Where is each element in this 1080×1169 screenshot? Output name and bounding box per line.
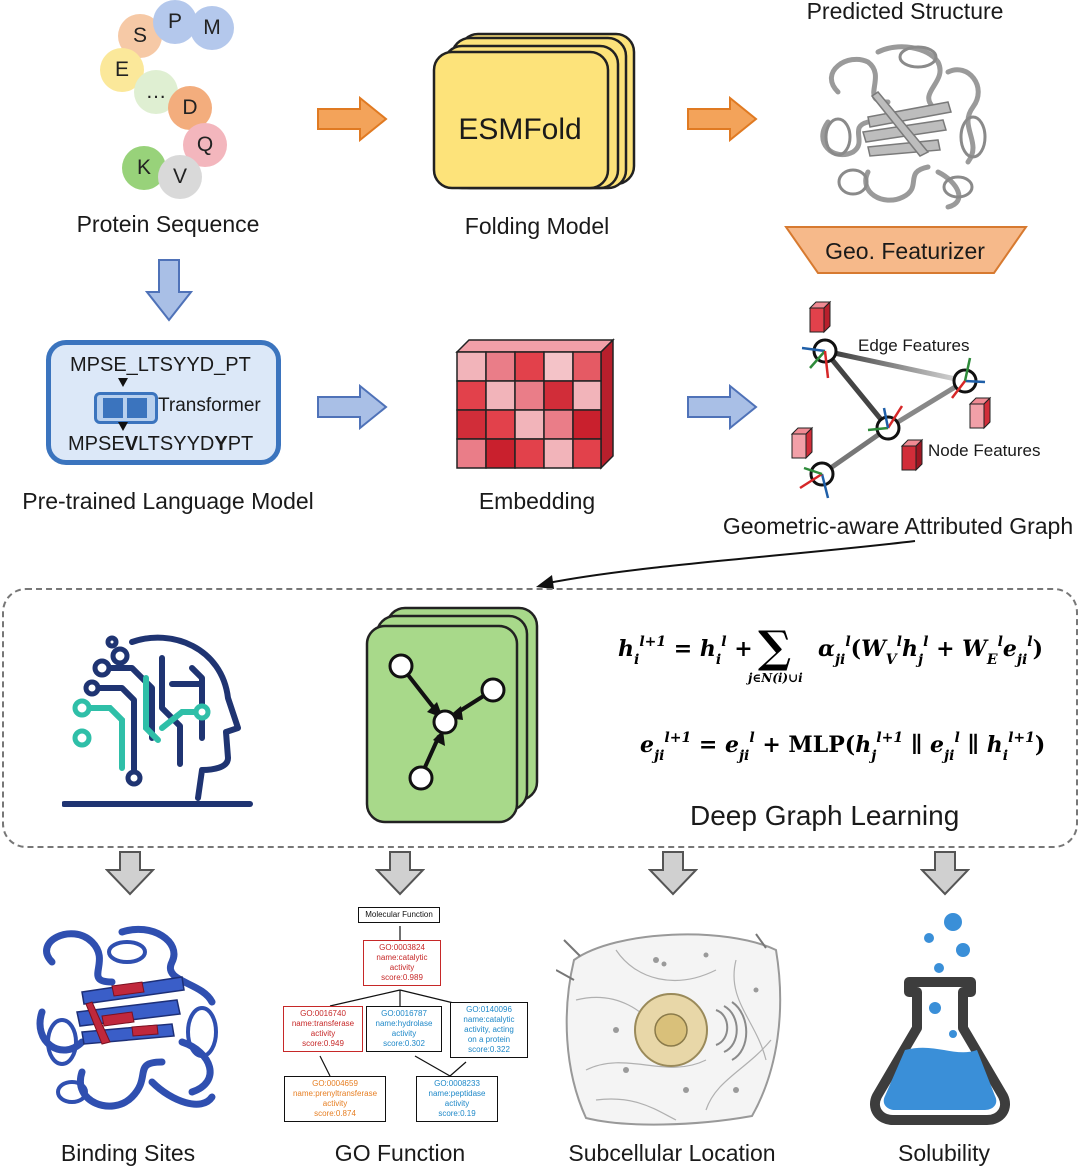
esmfold-title: ESMFold bbox=[458, 113, 582, 146]
deep-graph-learning-box bbox=[2, 588, 1078, 848]
go-root: Molecular Function bbox=[358, 907, 440, 923]
folding-model-label: Folding Model bbox=[464, 213, 610, 239]
arrow-down-icon bbox=[145, 259, 193, 322]
cell-illustration bbox=[556, 933, 782, 1126]
protein-sequence-label: Protein Sequence bbox=[76, 211, 260, 237]
transformer-block bbox=[94, 392, 158, 424]
node-features-label: Node Features bbox=[928, 441, 1041, 460]
arrow-down-icon bbox=[375, 851, 425, 896]
curved-arrow-icon bbox=[536, 540, 916, 589]
embedding-cube bbox=[455, 338, 615, 470]
residue-m: M bbox=[190, 6, 234, 50]
arrow-right-icon bbox=[687, 96, 758, 142]
deep-graph-learning-title: Deep Graph Learning bbox=[690, 800, 960, 831]
protein-structure-gray bbox=[820, 44, 987, 210]
svg-text:αjil(WVlhjl + WElejil): αjil(WVlhjl + WElejil) bbox=[818, 634, 1043, 668]
svg-text:j∈N(i)∪i: j∈N(i)∪i bbox=[746, 671, 803, 685]
residue-p: P bbox=[153, 0, 197, 44]
residue-v: V bbox=[158, 155, 202, 199]
arrow-right-icon bbox=[687, 384, 758, 430]
svg-text:hil+1 = hil +: hil+1 = hil + bbox=[618, 634, 753, 668]
subcellular-location-label: Subcellular Location bbox=[568, 1140, 776, 1166]
binding-sites-label: Binding Sites bbox=[60, 1140, 196, 1166]
protein-structure-blue bbox=[36, 925, 218, 1110]
plm-seq-bottom: MPSEVLTSYYDYPT bbox=[68, 433, 254, 455]
ai-head-icon bbox=[62, 634, 253, 807]
edge-features-label: Edge Features bbox=[858, 336, 970, 355]
arrow-down-icon bbox=[118, 378, 128, 387]
svg-text:∑: ∑ bbox=[758, 622, 791, 673]
arrow-right-icon bbox=[317, 384, 388, 430]
gcn-card-stack bbox=[365, 606, 539, 824]
arrow-down-icon bbox=[648, 851, 698, 896]
arrow-down-icon bbox=[118, 422, 128, 431]
graph-label: Geometric-aware Attributed Graph bbox=[722, 513, 1074, 539]
equation-node-update: hil+1 = hil + ∑ j∈N(i)∪i αjil(WVlhjl + W… bbox=[618, 612, 1058, 692]
esmfold-stack bbox=[432, 32, 636, 190]
equation-edge-update: ejil+1 = ejil + MLP(hjl+1 ∥ ejil ∥ hil+1… bbox=[640, 720, 1060, 770]
geo-featurizer-shape bbox=[784, 226, 1028, 274]
attributed-graph bbox=[790, 300, 992, 499]
predicted-structure-label: Predicted Structure bbox=[806, 0, 1004, 24]
plm-label: Pre-trained Language Model bbox=[22, 488, 314, 514]
arrow-down-icon bbox=[105, 851, 155, 896]
residue-d: D bbox=[168, 86, 212, 130]
plm-transformer-label: Transformer bbox=[158, 395, 261, 416]
plm-box bbox=[46, 340, 281, 465]
arrow-down-icon bbox=[920, 851, 970, 896]
arrow-right-icon bbox=[317, 96, 388, 142]
go-function-label: GO Function bbox=[334, 1140, 466, 1166]
solubility-label: Solubility bbox=[897, 1140, 991, 1166]
svg-text:ejil+1 = ejil + MLP(hjl+1 ∥ ej: ejil+1 = ejil + MLP(hjl+1 ∥ ejil ∥ hil+1… bbox=[640, 730, 1045, 764]
geo-featurizer-label: Geo. Featurizer bbox=[825, 238, 985, 264]
flask-icon bbox=[870, 913, 1010, 1125]
embedding-label: Embedding bbox=[478, 488, 596, 514]
plm-seq-top: MPSE_LTSYYD_PT bbox=[70, 354, 251, 376]
